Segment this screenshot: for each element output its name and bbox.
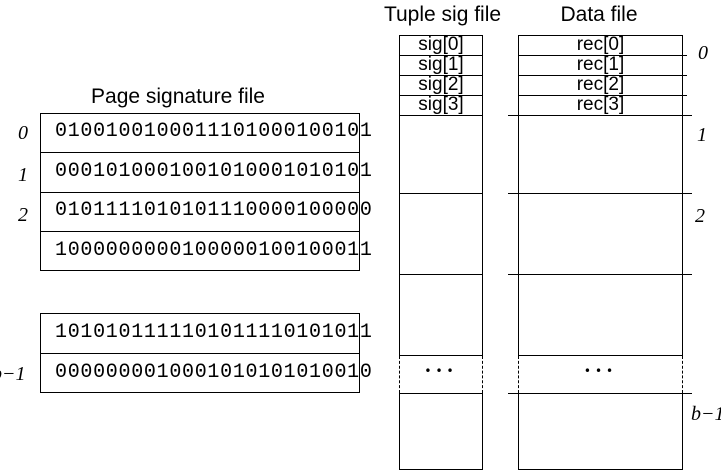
page-signature-row: 1010101111101011110101011 — [55, 321, 373, 344]
ellipsis-icon: ••• — [424, 364, 458, 378]
page-signature-row: 1000000000100000100100011 — [55, 239, 373, 262]
row-divider — [41, 152, 359, 153]
tuple-sig-entry: sig[1] — [418, 54, 464, 75]
dashed-gap-edge — [518, 356, 519, 393]
page-index-label: 2 — [18, 204, 28, 226]
row-divider — [519, 55, 687, 56]
row-divider — [41, 231, 359, 232]
data-file-entry: rec[3] — [576, 94, 625, 115]
data-file-entry: rec[1] — [576, 54, 625, 75]
row-divider — [400, 55, 482, 56]
page-signature-row: 0100100100011101000100101 — [55, 120, 373, 143]
tuple-sig-entry: sig[0] — [418, 34, 464, 55]
data-page-index-label: 2 — [695, 205, 705, 227]
page-index-label: 1 — [18, 164, 28, 186]
page-boundary-line — [400, 115, 482, 116]
page-boundary-line — [400, 274, 482, 275]
tuple-sig-box-bottom — [399, 393, 483, 470]
page-signature-row: 0101111010101110000100000 — [55, 199, 373, 222]
page-signature-file-title: Page signature file — [91, 85, 265, 108]
page-index-label: 0 — [18, 122, 28, 144]
dashed-gap-edge — [682, 356, 683, 393]
tuple-sig-file-title: Tuple sig file — [383, 3, 502, 26]
row-divider — [400, 75, 482, 76]
page-boundary-line — [400, 193, 482, 194]
row-divider — [519, 75, 687, 76]
page-boundary-line — [508, 115, 692, 116]
ellipsis-icon: ••• — [583, 364, 618, 378]
dashed-gap-edge — [482, 356, 483, 393]
page-signature-row: 0000000010001010101010010 — [55, 361, 373, 384]
page-boundary-line — [508, 193, 692, 194]
data-page-index-label: 0 — [698, 42, 708, 64]
page-sig-box-bottom — [40, 313, 360, 393]
tuple-sig-box-main — [399, 35, 483, 356]
row-divider — [519, 95, 687, 96]
data-file-box-main — [518, 35, 683, 356]
data-file-box-bottom — [518, 393, 683, 470]
data-file-entry: rec[2] — [576, 74, 625, 95]
data-page-index-label: 1 — [697, 124, 707, 146]
row-divider — [400, 95, 482, 96]
data-page-index-label: b−1 — [691, 403, 721, 425]
data-file-entry: rec[0] — [576, 34, 625, 55]
page-sig-box-top — [40, 113, 360, 271]
data-file-title: Data file — [560, 3, 638, 26]
dashed-gap-edge — [399, 356, 400, 393]
page-boundary-line — [508, 274, 692, 275]
tuple-sig-entry: sig[3] — [418, 94, 464, 115]
row-divider — [41, 353, 359, 354]
page-signature-row: 0001010001001010001010101 — [55, 160, 373, 183]
row-divider — [41, 192, 359, 193]
page-index-label: b−1 — [0, 363, 26, 385]
tuple-sig-entry: sig[2] — [418, 74, 464, 95]
